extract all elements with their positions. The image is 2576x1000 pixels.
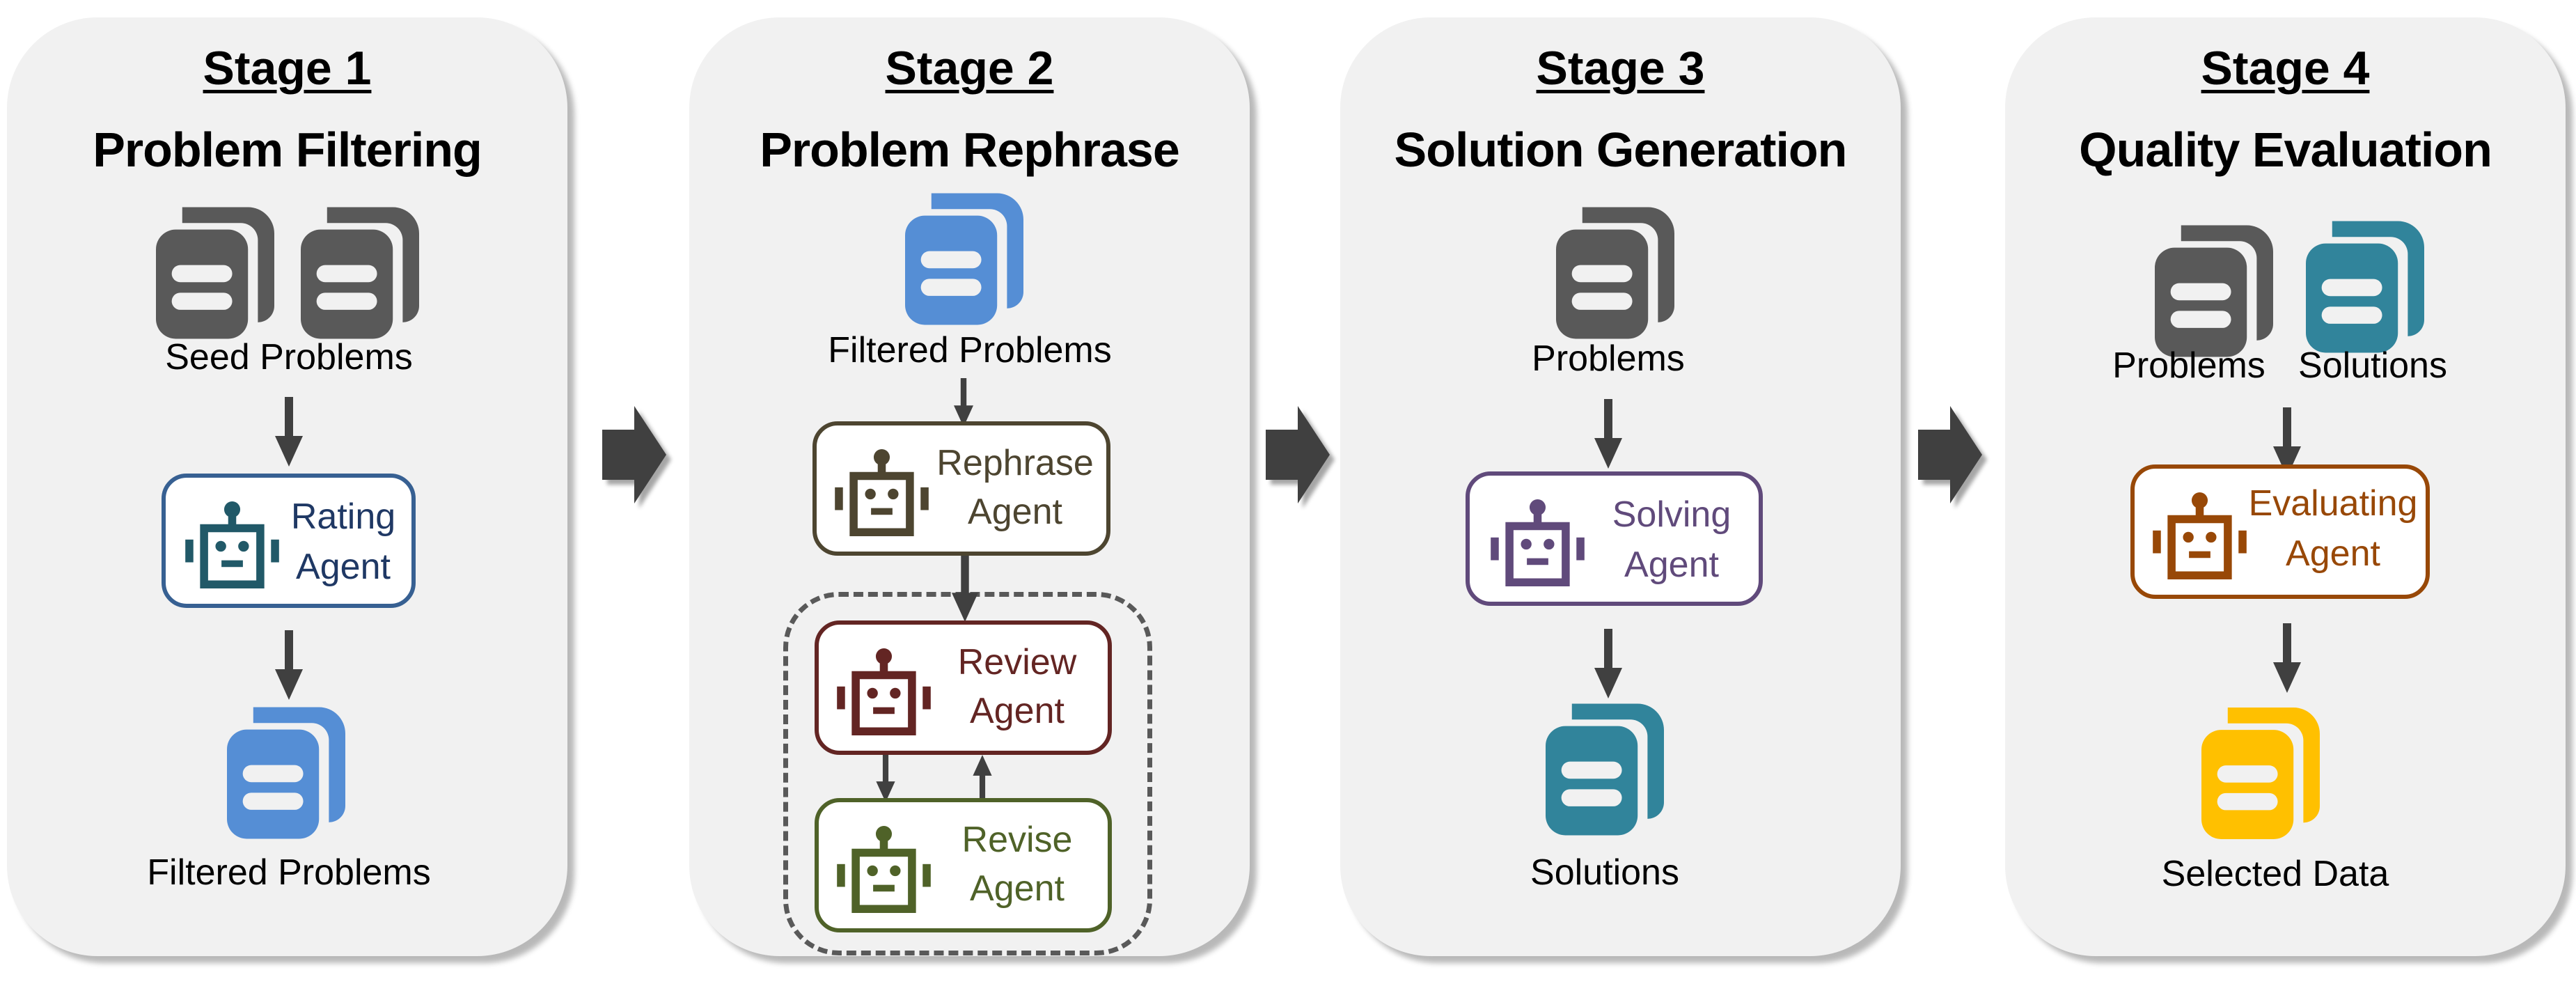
document-stack-icon [156, 207, 274, 339]
arrow-down-icon [950, 378, 977, 427]
rephrase-agent-label-2: Agent [968, 492, 1062, 532]
selected-data-label: Selected Data [2161, 854, 2389, 894]
review-agent-label-1: Review [957, 642, 1077, 682]
stage-1-number: Stage 1 [203, 42, 372, 95]
robot-icon [837, 648, 931, 735]
stage-2-number: Stage 2 [885, 42, 1054, 95]
rephrase-agent-box: Rephrase Agent [812, 421, 1110, 556]
evaluating-agent-box: Evaluating Agent [2130, 464, 2430, 599]
stage-2-panel: Stage 2 Problem Rephrase Filtered Proble… [689, 17, 1250, 956]
seed-problems-label: Seed Problems [165, 337, 413, 377]
rating-agent-label-2: Agent [296, 547, 391, 587]
solving-agent-label-2: Agent [1624, 545, 1719, 585]
arrow-right-icon [602, 406, 666, 503]
document-stack-icon [2201, 705, 2320, 841]
robot-icon [1491, 499, 1585, 586]
arrow-down-icon [1594, 629, 1622, 698]
review-agent-label-2: Agent [970, 691, 1065, 731]
robot-icon [2153, 492, 2247, 579]
document-stack-icon [1546, 703, 1664, 836]
solutions-label: Solutions [2298, 345, 2447, 386]
revise-agent-box: Revise Agent [815, 798, 1112, 932]
stage-4-panel: Stage 4 Quality Evaluation Problems Solu… [2005, 17, 2566, 956]
problems-label: Problems [2112, 345, 2265, 386]
stage-2-title: Problem Rephrase [760, 123, 1180, 177]
problems-label: Problems [1532, 338, 1685, 379]
stage-4-number: Stage 4 [2201, 42, 2370, 95]
solving-agent-box: Solving Agent [1466, 471, 1763, 606]
stage-1-title: Problem Filtering [93, 123, 482, 177]
document-stack-icon [301, 207, 419, 339]
revise-agent-label-2: Agent [970, 868, 1065, 909]
robot-icon [837, 826, 931, 913]
arrow-up-icon [970, 755, 995, 802]
arrow-down-icon [275, 397, 303, 467]
stage-3-panel: Stage 3 Solution Generation Problems Sol… [1340, 17, 1901, 956]
document-stack-icon [2155, 225, 2273, 357]
arrow-down-icon [951, 556, 979, 622]
arrow-down-icon [873, 755, 898, 802]
arrow-down-icon [275, 630, 303, 700]
stage-3-number: Stage 3 [1536, 42, 1705, 95]
document-stack-icon [905, 193, 1023, 325]
document-stack-icon [1556, 207, 1674, 339]
document-stack-icon [227, 707, 345, 839]
arrow-down-icon [2273, 623, 2301, 693]
document-stack-icon [2306, 221, 2424, 353]
robot-icon [835, 449, 929, 536]
stage-3-title: Solution Generation [1394, 123, 1848, 177]
arrow-right-icon [1918, 406, 1982, 503]
filtered-problems-label: Filtered Problems [147, 852, 431, 893]
robot-icon [185, 501, 279, 588]
filtered-problems-label: Filtered Problems [828, 330, 1112, 370]
rating-agent-box: Rating Agent [162, 474, 416, 608]
solutions-label: Solutions [1530, 852, 1679, 893]
stage-1-panel: Stage 1 Problem Filtering Seed Problems … [7, 17, 567, 956]
evaluating-agent-label-2: Agent [2286, 533, 2380, 574]
evaluating-agent-label-1: Evaluating [2248, 483, 2418, 524]
arrow-down-icon [1594, 399, 1622, 469]
review-agent-box: Review Agent [815, 620, 1112, 755]
solving-agent-label-1: Solving [1612, 494, 1731, 535]
revise-agent-label-1: Revise [961, 820, 1073, 860]
rating-agent-label-1: Rating [290, 497, 396, 537]
arrow-right-icon [1266, 406, 1330, 503]
rephrase-agent-label-1: Rephrase [936, 443, 1094, 483]
stage-4-title: Quality Evaluation [2079, 123, 2492, 177]
